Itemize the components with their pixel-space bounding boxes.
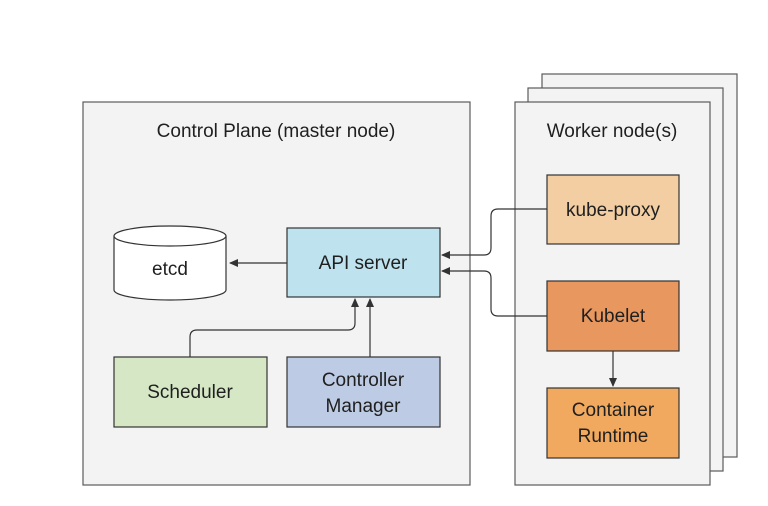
controller-manager-box: Controller Manager — [286, 356, 441, 428]
container-runtime-label-line1: Container — [572, 400, 655, 421]
etcd-label: etcd — [152, 259, 188, 280]
kube-proxy-box: kube-proxy — [546, 174, 680, 245]
scheduler-label: Scheduler — [147, 382, 233, 403]
arrow-kubelet-to-api — [441, 267, 547, 317]
controller-manager-label-line2: Manager — [326, 396, 402, 417]
etcd-database: etcd — [113, 225, 227, 301]
control-plane-title: Control Plane (master node) — [157, 121, 396, 142]
kubelet-label: Kubelet — [581, 306, 646, 327]
container-runtime-label-line2: Runtime — [578, 426, 649, 447]
scheduler-box: Scheduler — [113, 356, 268, 428]
api-server-label: API server — [319, 253, 408, 274]
controller-manager-label-line1: Controller — [322, 370, 405, 391]
kubelet-box: Kubelet — [546, 280, 680, 352]
container-runtime-box: Container Runtime — [546, 387, 680, 459]
api-server-box: API server — [286, 227, 441, 298]
arrow-kubeproxy-to-api — [441, 208, 547, 259]
connectors — [189, 208, 617, 387]
kube-proxy-label: kube-proxy — [566, 200, 660, 221]
arrow-scheduler-to-api — [189, 298, 359, 357]
worker-node-title: Worker node(s) — [547, 121, 678, 142]
